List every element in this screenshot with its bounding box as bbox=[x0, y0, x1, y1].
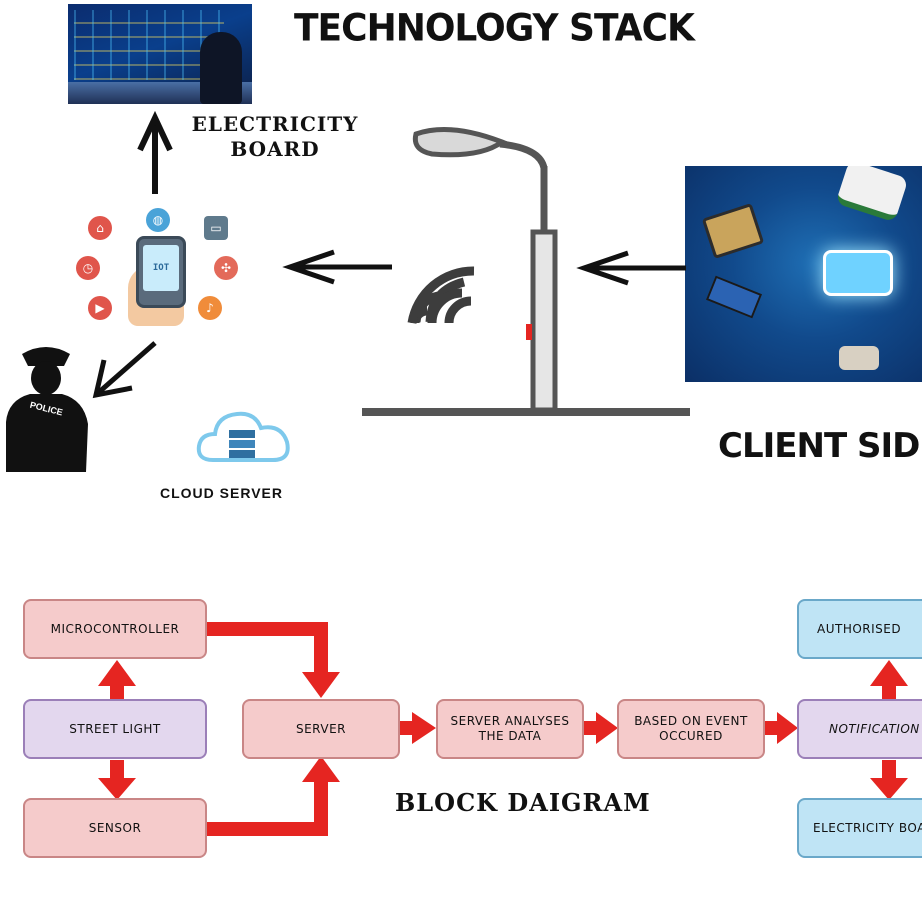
arrow-to-iot bbox=[282, 249, 392, 285]
client-hardware-image bbox=[685, 166, 922, 382]
block-diagram-arrows bbox=[98, 622, 908, 836]
block-diagram-title: BLOCK DAIGRAM bbox=[395, 788, 651, 817]
page-title: TECHNOLOGY STACK bbox=[294, 6, 695, 51]
video-icon: ▶ bbox=[88, 296, 112, 320]
electricity-board-label: ELECTRICITY BOARD bbox=[191, 112, 359, 161]
music-icon: ♪ bbox=[198, 296, 222, 320]
monitor-wall bbox=[74, 10, 224, 80]
client-side-title: CLIENT SIDE bbox=[718, 426, 922, 466]
electricity-board-box: ELECTRICITY BOARD bbox=[797, 798, 922, 858]
control-room-image bbox=[68, 4, 252, 104]
wifi-arcs bbox=[407, 266, 475, 324]
street-light-box: STREET LIGHT bbox=[23, 699, 207, 759]
sensor-box: SENSOR bbox=[23, 798, 207, 858]
globe-icon: ◍ bbox=[146, 208, 170, 232]
notification-box: NOTIFICATION bbox=[797, 699, 922, 759]
drone-icon: ✣ bbox=[214, 256, 238, 280]
watch-icon: ◷ bbox=[76, 256, 100, 280]
phone-screen: IOT bbox=[143, 245, 179, 291]
microcontroller-box: MICROCONTROLLER bbox=[23, 599, 207, 659]
server-box: SERVER bbox=[242, 699, 400, 759]
iot-phone-icon: ⌂ ◍ ▭ ◷ ✣ ▶ ♪ IOT bbox=[72, 206, 250, 336]
based-on-event-box: BASED ON EVENT OCCURED bbox=[617, 699, 765, 759]
street-light-icon bbox=[362, 127, 690, 416]
arrow-to-electricity-board bbox=[137, 110, 173, 194]
cloud-device bbox=[823, 250, 893, 296]
arrow-to-police bbox=[92, 341, 157, 399]
ultrasonic-sensor bbox=[839, 346, 879, 370]
cloud-server-label: CLOUD SERVER bbox=[160, 485, 283, 501]
police-icon: POLICE bbox=[6, 347, 88, 472]
home-icon: ⌂ bbox=[88, 216, 112, 240]
authorised-box: AUTHORISED bbox=[797, 599, 922, 659]
smartphone-icon: IOT bbox=[136, 236, 186, 308]
cloud-server-icon bbox=[196, 411, 290, 462]
arrow-from-client bbox=[576, 250, 686, 286]
server-analyses-box: SERVER ANALYSES THE DATA bbox=[436, 699, 584, 759]
operator-silhouette bbox=[200, 32, 242, 104]
monitor-icon: ▭ bbox=[204, 216, 228, 240]
